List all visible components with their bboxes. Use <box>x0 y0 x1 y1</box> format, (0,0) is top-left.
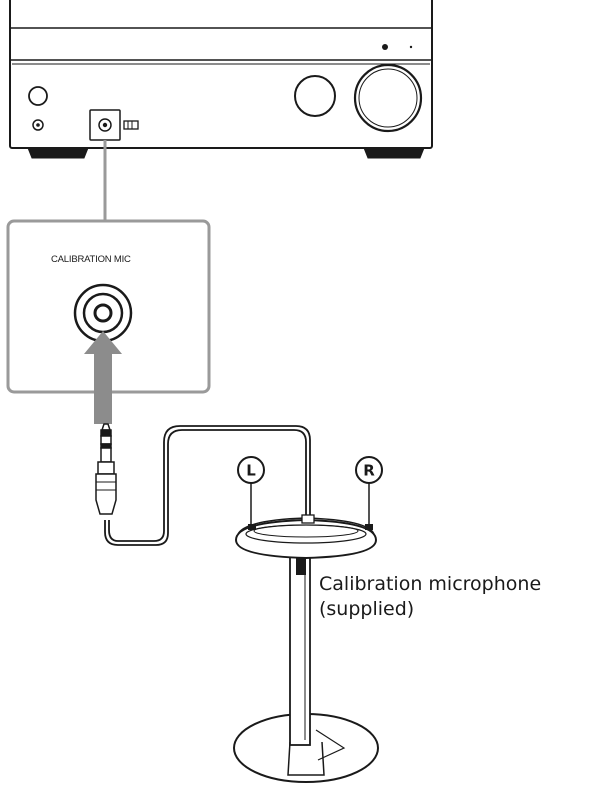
mic-stand-head <box>234 518 378 560</box>
left-channel-marker: L <box>237 456 265 484</box>
calibration-mic-panel: CALIBRATION MIC <box>6 219 211 394</box>
caption-line-1: Calibration microphone <box>319 573 542 595</box>
insert-arrow <box>84 331 122 424</box>
microphone-caption: Calibration microphone (supplied) <box>319 572 541 622</box>
caption-line-2: (supplied) <box>319 598 415 620</box>
mic-plug <box>95 423 117 515</box>
left-marker-letter: L <box>246 462 256 480</box>
calibration-microphone <box>233 483 379 783</box>
panel-label: CALIBRATION MIC <box>51 254 131 265</box>
av-receiver <box>9 0 433 159</box>
mic-cable <box>104 425 311 546</box>
right-channel-marker: R <box>355 456 383 484</box>
mic-jack-hole <box>93 303 113 323</box>
mic-stand-pole <box>289 554 311 746</box>
right-marker-letter: R <box>363 462 375 480</box>
